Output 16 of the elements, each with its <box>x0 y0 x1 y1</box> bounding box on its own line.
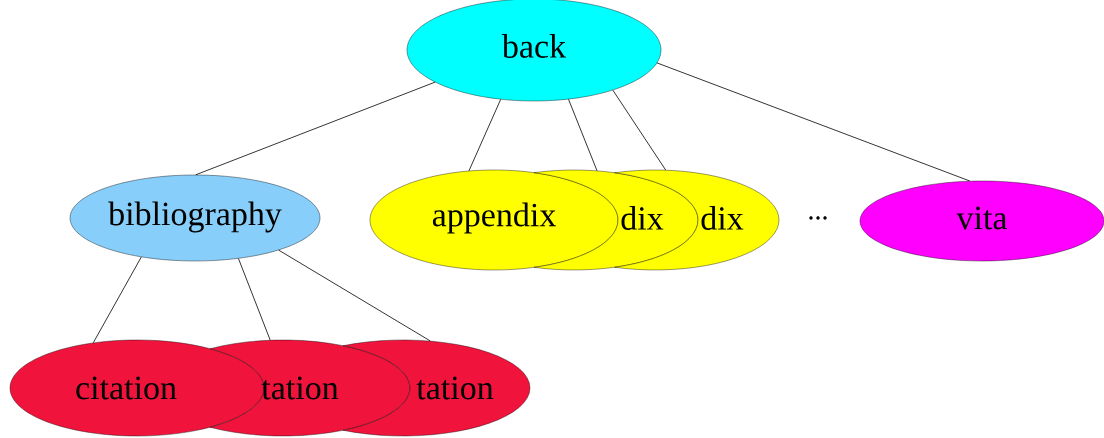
node-label: tation <box>416 376 494 400</box>
ellipse-node: bibliography <box>69 174 321 262</box>
connector-line <box>195 81 436 176</box>
connector-line <box>92 256 142 344</box>
connector-line <box>468 99 502 172</box>
ellipse-node: tation <box>342 339 531 437</box>
connector-line <box>656 62 971 182</box>
connector-line <box>612 89 667 171</box>
connector-line <box>568 98 598 172</box>
ellipse-node: tation <box>209 339 411 437</box>
connector-line <box>238 258 271 341</box>
ellipse-node: vita <box>859 180 1104 262</box>
connector-line <box>278 249 431 342</box>
ellipse-node: appendix <box>369 169 619 271</box>
ellipsis-label: ... <box>809 216 827 220</box>
node-label: citation <box>76 376 177 400</box>
